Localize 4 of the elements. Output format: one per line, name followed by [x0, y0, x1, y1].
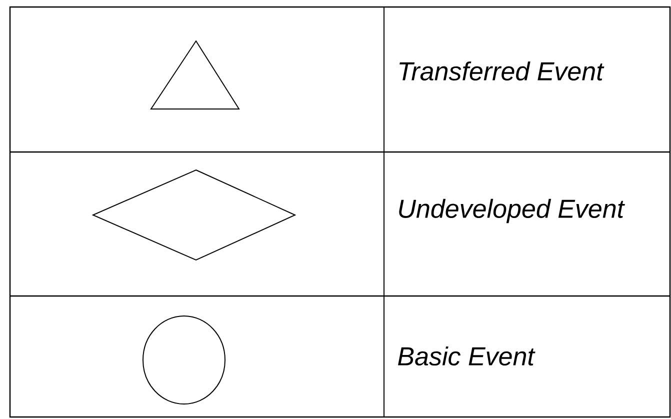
event-label: Transferred Event	[400, 61, 604, 81]
event-label: Undeveloped Event	[399, 198, 625, 224]
event-label: Basic Event	[398, 346, 536, 366]
circle-symbol	[142, 316, 226, 404]
